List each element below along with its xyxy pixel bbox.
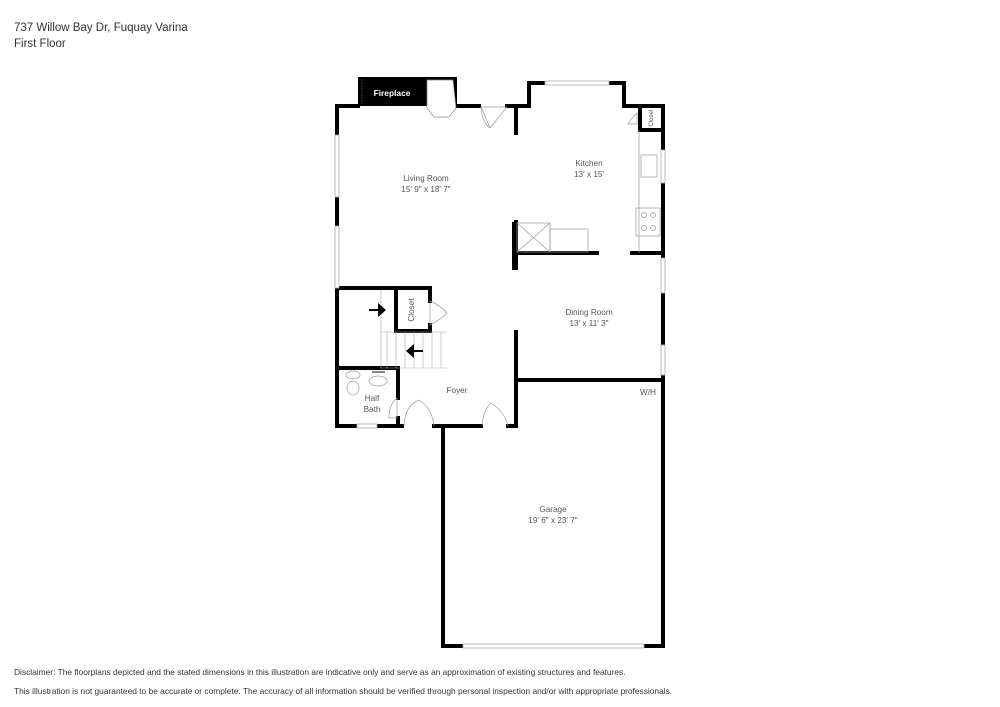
kitchen-fixtures <box>516 130 661 253</box>
property-address: 737 Willow Bay Dr, Fuquay Varina <box>14 22 188 34</box>
garage-dims: 19' 6" x 23' 7" <box>528 516 578 525</box>
floor-name: First Floor <box>14 38 66 50</box>
disclaimer-line-2: This illustration is not guaranteed to b… <box>14 686 673 696</box>
foyer-name: Foyer <box>447 386 468 395</box>
dining-room-name: Dining Room <box>565 308 613 317</box>
half-bath-name: Half <box>365 394 380 403</box>
closet-label-stairs: Closet <box>407 298 416 322</box>
fireplace: Fireplace <box>358 77 457 118</box>
plan-header: 737 Willow Bay Dr, Fuquay Varina First F… <box>14 20 188 52</box>
half-bath-name-line2: Bath <box>364 405 381 414</box>
dining-room-dims: 13' x 11' 3" <box>569 319 608 328</box>
walls <box>335 81 665 648</box>
disclaimer-line-1: Disclaimer: The floorplans depicted and … <box>14 667 626 677</box>
windows <box>334 80 666 649</box>
disclaimer: Disclaimer: The floorplans depicted and … <box>14 663 672 701</box>
room-labels: Living Room 15' 9" x 18' 7" Kitchen 13' … <box>364 159 656 525</box>
kitchen-name: Kitchen <box>575 159 603 168</box>
kitchen-dims: 13' x 15' <box>574 170 604 179</box>
fireplace-label: Fireplace <box>374 88 411 98</box>
closet-label-kitchen: Closet <box>649 109 655 126</box>
doors <box>388 106 638 427</box>
water-heater-label: W/H <box>640 388 656 397</box>
living-room-name: Living Room <box>403 174 449 183</box>
stair-arrows <box>369 303 423 358</box>
garage-name: Garage <box>539 505 567 514</box>
bath-fixtures <box>345 370 388 396</box>
living-room-dims: 15' 9" x 18' 7" <box>401 185 451 194</box>
